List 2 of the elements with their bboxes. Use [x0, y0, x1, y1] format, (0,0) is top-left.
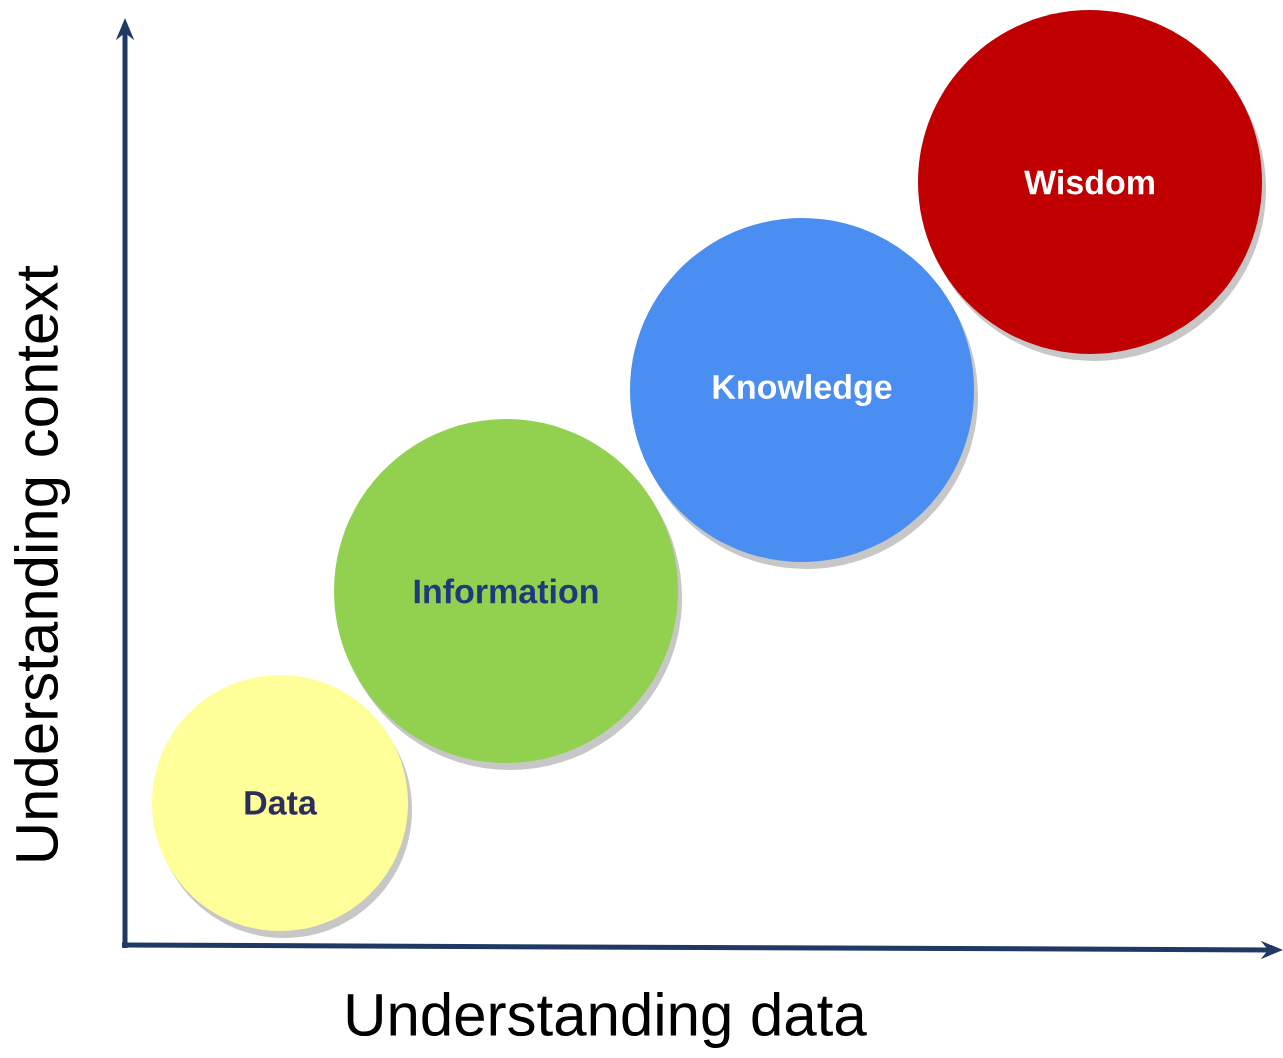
- axis-label: Understanding data: [347, 992, 867, 1048]
- axis-label: Understanding context: [14, 265, 70, 861]
